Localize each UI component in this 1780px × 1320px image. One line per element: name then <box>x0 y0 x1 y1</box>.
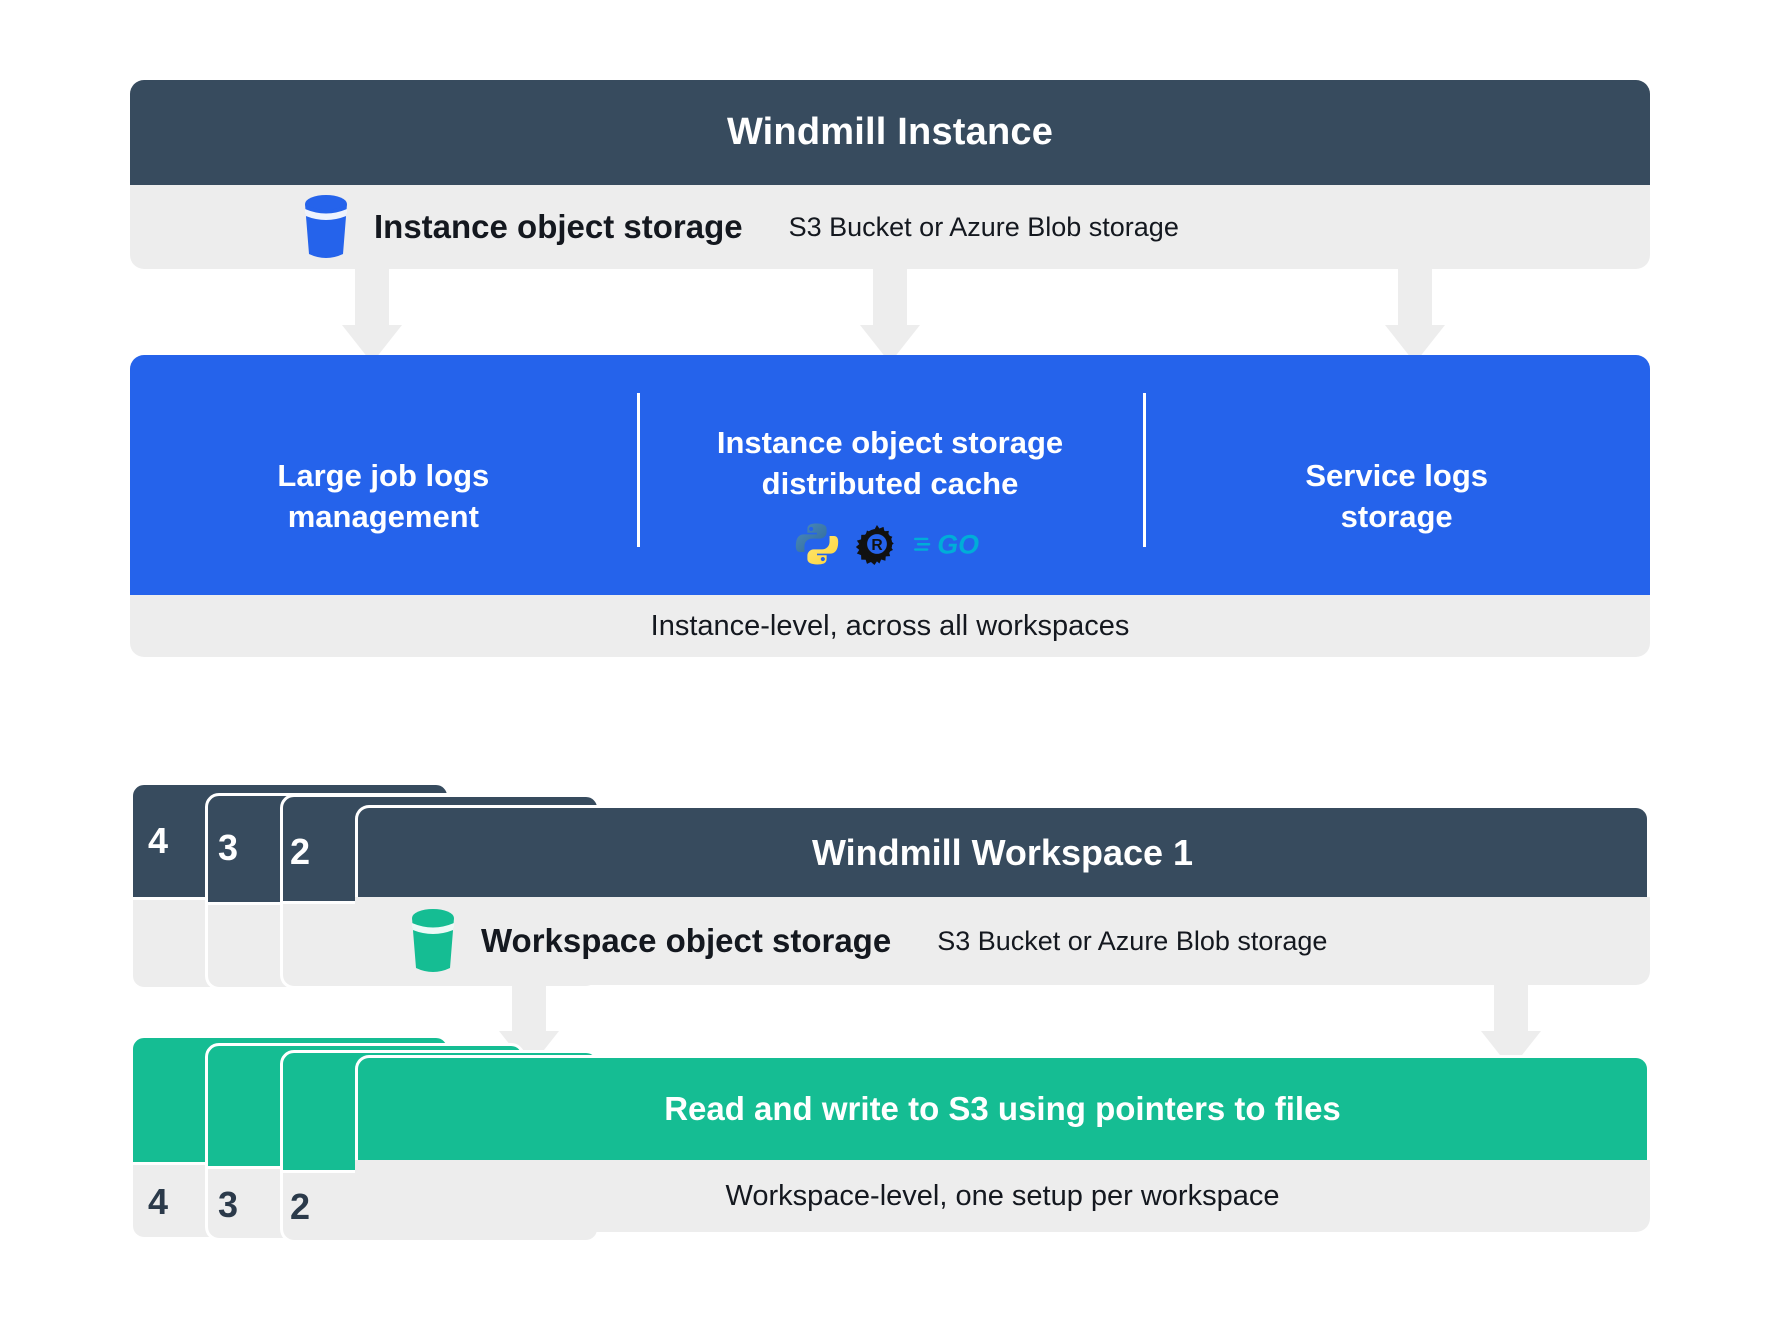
arrow-down-distributed-cache <box>860 269 920 363</box>
feature-title: Service logs storage <box>1305 457 1488 534</box>
green-stack-label-2: 2 <box>289 1186 311 1227</box>
arrow-down-large-job-logs <box>342 269 402 363</box>
workspace-stack-label-4: 4 <box>147 820 169 861</box>
feature-column-distributed-cache: Instance object storage distributed cach… <box>636 355 1144 595</box>
svg-text:R: R <box>871 537 882 554</box>
go-logo: GO <box>914 525 986 563</box>
instance-footer: Instance-level, across all workspaces <box>130 595 1650 657</box>
green-stack-label-3: 3 <box>217 1184 239 1225</box>
instance-header: Windmill Instance <box>130 80 1650 185</box>
instance-storage-sublabel: S3 Bucket or Azure Blob storage <box>788 211 1179 242</box>
instance-storage-row: Instance object storage S3 Bucket or Azu… <box>130 185 1650 269</box>
instance-footer-text: Instance-level, across all workspaces <box>650 609 1130 642</box>
workspace-header: Windmill Workspace 1 <box>355 805 1650 897</box>
bucket-icon <box>300 192 352 262</box>
workspace-storage-sublabel: S3 Bucket or Azure Blob storage <box>937 925 1328 956</box>
instance-header-title: Windmill Instance <box>726 111 1054 153</box>
rust-logo: R <box>854 521 900 567</box>
workspace-storage-row: Workspace object storage S3 Bucket or Az… <box>355 897 1650 985</box>
workspace-footer-text: Workspace-level, one setup per workspace <box>725 1179 1280 1212</box>
svg-text:GO: GO <box>937 530 979 560</box>
feature-column-service-logs: Service logs storage <box>1143 355 1650 595</box>
python-logo <box>794 521 840 567</box>
workspace-stack-label-2: 2 <box>289 831 311 872</box>
workspace-actions-title: Read and write to S3 using pointers to f… <box>664 1090 1341 1127</box>
language-logos: R GO <box>794 518 986 570</box>
bucket-icon <box>407 906 459 976</box>
feature-title: Instance object storage distributed cach… <box>716 424 1064 501</box>
instance-storage-label: Instance object storage <box>374 208 743 245</box>
workspace-footer: Workspace-level, one setup per workspace <box>355 1160 1650 1232</box>
workspace-stack-label-3: 3 <box>217 827 239 868</box>
workspace-actions-panel: Read and write to S3 using pointers to f… <box>355 1055 1650 1160</box>
green-stack-label-4: 4 <box>147 1181 169 1222</box>
workspace-storage-label: Workspace object storage <box>481 922 892 959</box>
instance-features-panel: Large job logs management Instance objec… <box>130 355 1650 595</box>
feature-title: Large job logs management <box>277 457 490 534</box>
arrow-down-service-logs <box>1385 269 1445 363</box>
workspace-header-title: Windmill Workspace 1 <box>811 831 1194 873</box>
feature-column-large-job-logs: Large job logs management <box>130 355 637 595</box>
